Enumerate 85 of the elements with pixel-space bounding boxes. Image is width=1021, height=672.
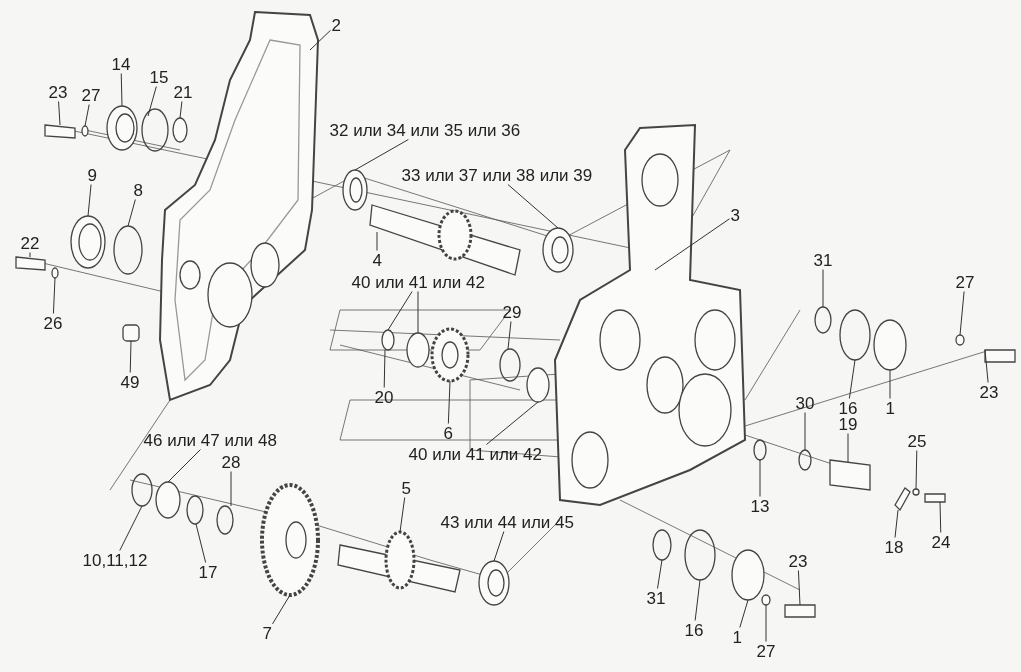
leader-line [383,349,386,388]
callout-number: 14 [110,54,132,74]
leader-line [694,579,701,621]
callout-number: 40 или 41 или 42 [407,444,543,464]
callout-number: 15 [148,67,170,87]
leader-line [507,321,512,350]
callout-number: 27 [755,641,777,661]
leader-line [797,570,801,606]
callout-number: 40 или 41 или 42 [350,272,486,292]
leader-line [765,604,767,642]
callout-number: 46 или 47 или 48 [142,430,278,450]
leader-line [179,101,183,119]
leader-line [84,104,90,127]
leader-line [119,505,143,551]
leader-line [894,509,899,538]
leader-line [959,291,965,336]
leader-line [195,523,207,563]
leader-line [417,291,419,334]
leader-line [447,380,451,424]
callout-number: 23 [47,82,69,102]
leader-line [129,340,132,373]
leader-line [52,277,56,314]
leader-line [486,401,539,445]
callout-number: 30 [794,393,816,413]
callout-number: 13 [749,496,771,516]
callout-number: 27 [954,272,976,292]
callout-number: 16 [683,620,705,640]
callout-number: 43 или 44 или 45 [439,512,575,532]
callout-number: 27 [80,85,102,105]
callout-number: 18 [883,537,905,557]
leader-line [58,101,61,126]
callout-number: 49 [119,372,141,392]
callout-number: 8 [132,180,144,200]
callout-number: 22 [19,233,41,253]
callout-number: 5 [400,478,412,498]
leader-line [147,86,157,117]
leader-line [739,599,749,628]
callout-number: 25 [906,431,928,451]
callout-number: 31 [645,588,667,608]
callout-number: 6 [442,423,454,443]
leader-line [309,29,331,51]
leader-line [354,139,409,171]
leader-line [272,594,291,625]
callout-number: 10,11,12 [81,550,149,570]
leader-line [847,433,849,463]
leader-line [387,291,413,331]
leader-line [889,369,891,399]
leader-line [657,559,663,589]
callout-number: 4 [371,250,383,270]
leader-line [507,184,559,229]
leader-line [848,359,856,399]
leader-line [399,497,406,533]
leader-line [759,459,761,497]
leader-line [127,199,136,227]
callout-number: 33 или 37 или 38 или 39 [400,165,594,185]
leader-line [654,218,730,271]
leader-line [167,449,201,483]
callout-number: 17 [197,562,219,582]
callout-number: 24 [930,532,952,552]
callout-number: 9 [86,165,98,185]
leader-line [376,231,378,251]
leader-line [230,471,232,507]
callout-number: 31 [812,250,834,270]
leader-line [915,450,918,490]
leader-line [984,349,989,383]
callout-number: 26 [42,313,64,333]
callout-number: 29 [501,302,523,322]
callout-number: 1 [884,398,896,418]
leader-line [493,531,505,562]
callout-number: 23 [787,551,809,571]
callout-number: 1 [731,627,743,647]
callout-number: 3 [729,205,741,225]
callout-number: 2 [330,15,342,35]
leader-line [120,73,123,107]
leader-line [29,252,31,258]
callout-number: 23 [978,382,1000,402]
leader-line [822,269,824,308]
callout-number: 7 [261,623,273,643]
callout-number: 20 [373,387,395,407]
callout-number: 21 [172,82,194,102]
callout-number: 32 или 34 или 35 или 36 [328,120,522,140]
leader-line [939,501,942,533]
callout-number: 28 [220,452,242,472]
leader-line [804,412,806,451]
leader-line [87,184,92,217]
